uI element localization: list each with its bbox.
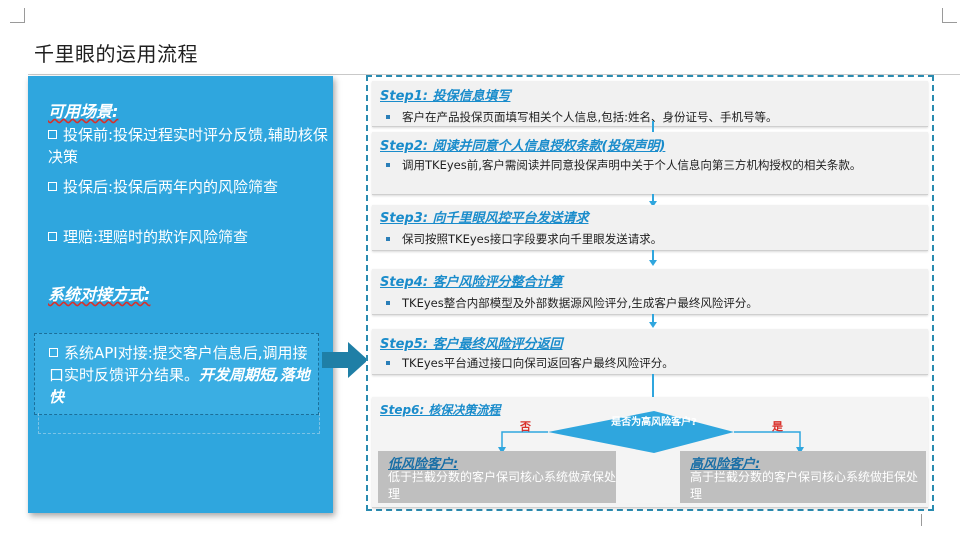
scenario-item-post-underwriting: 投保后:投保后两年内的风险筛查 [48, 176, 328, 198]
process-flow-panel: Step1: 投保信息填写 客户在产品投保页面填写相关个人信息,包括:姓名、身份… [366, 75, 934, 511]
step-5-title: Step5: 客户最终风险评分返回 [380, 337, 563, 352]
square-bullet-icon [386, 361, 390, 365]
step-5-band [372, 329, 928, 375]
scenario-item-claims: 理赔:理赔时的欺诈风险筛查 [48, 226, 328, 248]
low-risk-title: 低风险客户: [388, 457, 459, 472]
no-branch-label: 否 [520, 420, 531, 433]
arrowhead-down-icon [649, 260, 657, 266]
square-bullet-icon [386, 301, 390, 305]
corner-mark-top-left [10, 8, 25, 23]
arrowhead-down-icon [498, 447, 506, 454]
low-risk-desc: 低于拦截分数的客户保司核心系统做承保处理 [388, 470, 617, 501]
high-risk-desc: 高于拦截分数的客户保司核心系统做拒保处理 [690, 470, 919, 501]
step-2-title: Step2: 阅读并同意个人信息授权条款(投保声明) [380, 139, 666, 154]
connector-3-4 [652, 250, 654, 264]
connector-2-3 [652, 194, 654, 206]
corner-mark-bottom-right [920, 514, 922, 526]
left-info-panel: 可用场景: 投保前:投保过程实时评分反馈,辅助核保决策 投保后:投保后两年内的风… [28, 76, 333, 513]
checkbox-bullet-icon [49, 348, 58, 357]
right-arrow-icon [322, 342, 368, 378]
step-2-band [372, 132, 928, 195]
square-bullet-icon [386, 163, 390, 167]
integration-text-block: 系统API对接:提交客户信息后,调用接口实时反馈评分结果。开发周期短,落地快 [49, 342, 315, 408]
square-bullet-icon [386, 237, 390, 241]
step-3-band [372, 205, 928, 251]
integration-text: 系统API对接:提交客户信息后,调用接口实时反馈评分结果。 [49, 344, 308, 384]
step-1-band [372, 81, 928, 127]
scenario-text: 投保前:投保过程实时评分反馈,辅助核保决策 [48, 126, 328, 166]
step-1-body: 客户在产品投保页面填写相关个人信息,包括:姓名、身份证号、手机号等。 [386, 108, 896, 126]
step-5-body: TKEyes平台通过接口向保司返回客户最终风险评分。 [386, 354, 896, 372]
step-1-title: Step1: 投保信息填写 [380, 89, 511, 104]
yes-branch-label: 是 [772, 420, 783, 433]
connector-4-5 [652, 314, 654, 326]
integration-box: 系统API对接:提交客户信息后,调用接口实时反馈评分结果。开发周期短,落地快 [34, 333, 319, 415]
scenario-item-pre-underwriting: 投保前:投保过程实时评分反馈,辅助核保决策 [48, 124, 328, 168]
connector-yes-branch [734, 431, 801, 447]
step-6-title: Step6: 核保决策流程 [380, 403, 501, 417]
integration-emphasis: 开发周期短,落地快 [49, 366, 310, 406]
scenario-text: 理赔:理赔时的欺诈风险筛查 [63, 228, 249, 246]
scenarios-heading: 可用场景: [48, 102, 119, 121]
decision-diagram [498, 411, 804, 454]
square-bullet-icon [386, 115, 390, 119]
corner-mark-top-right [942, 8, 957, 23]
high-risk-title: 高风险客户: [690, 457, 761, 472]
connector-no-branch [501, 431, 548, 447]
high-risk-outcome: 高风险客户: 高于拦截分数的客户保司核心系统做拒保处理 [680, 451, 926, 503]
title-divider [28, 74, 960, 75]
integration-heading: 系统对接方式: [48, 285, 151, 304]
decision-diamond [548, 411, 734, 453]
connector-1-2 [652, 121, 654, 133]
step-4-body: TKEyes整合内部模型及外部数据源风险评分,生成客户最终风险评分。 [386, 294, 896, 312]
slide-title: 千里眼的运用流程 [34, 42, 198, 66]
integration-box-shadow [38, 413, 320, 434]
step-3-title: Step3: 向千里眼风控平台发送请求 [380, 211, 589, 226]
scenario-text: 投保后:投保后两年内的风险筛查 [63, 178, 279, 196]
low-risk-outcome: 低风险客户: 低于拦截分数的客户保司核心系统做承保处理 [378, 451, 616, 503]
checkbox-bullet-icon [48, 182, 57, 191]
decision-question: 是否为高风险客户? [611, 417, 697, 428]
step-4-title: Step4: 客户风险评分整合计算 [380, 275, 563, 290]
step-2-body: 调用TKEyes前,客户需阅读并同意投保声明中关于个人信息向第三方机构授权的相关… [386, 156, 904, 174]
arrowhead-down-icon [649, 322, 657, 328]
checkbox-bullet-icon [48, 130, 57, 139]
checkbox-bullet-icon [48, 232, 57, 241]
connector-5-6 [652, 374, 654, 410]
step-4-band [372, 269, 928, 315]
arrowhead-down-icon [649, 201, 657, 207]
step-3-body: 保司按照TKEyes接口字段要求向千里眼发送请求。 [386, 230, 896, 248]
arrowhead-down-icon [796, 447, 804, 454]
